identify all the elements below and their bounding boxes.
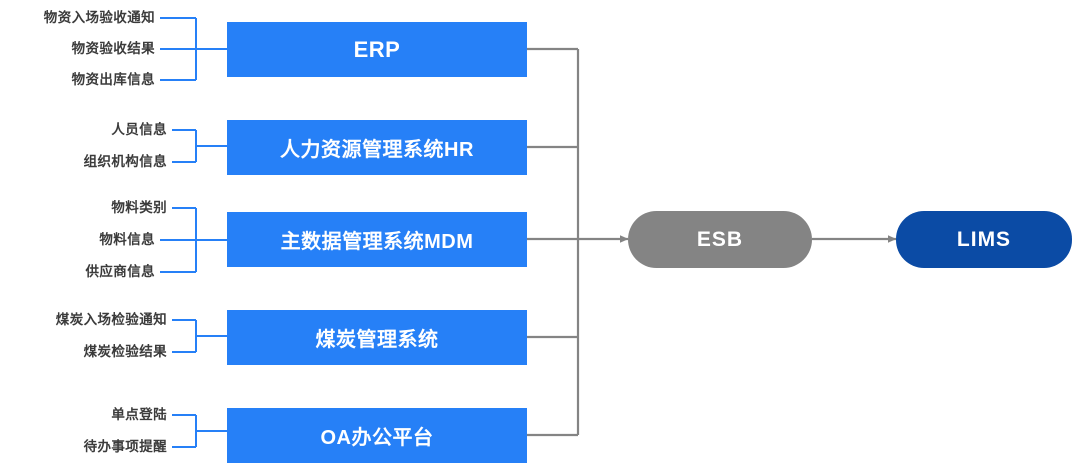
source-label: 物料类别: [111, 200, 167, 215]
source-label: 待办事项提醒: [83, 439, 167, 454]
source-label: 人员信息: [111, 122, 167, 137]
source-label: 物资入场验收通知: [43, 10, 155, 25]
system-box-oa[interactable]: OA办公平台: [227, 408, 527, 463]
node-esb[interactable]: ESB: [628, 211, 812, 268]
source-label: 组织机构信息: [83, 154, 167, 169]
source-label: 物料信息: [99, 232, 155, 247]
source-label: 单点登陆: [111, 407, 167, 422]
node-lims[interactable]: LIMS: [896, 211, 1072, 268]
system-box-mdm[interactable]: 主数据管理系统MDM: [227, 212, 527, 267]
source-label: 物资出库信息: [71, 72, 155, 87]
source-label: 供应商信息: [85, 264, 155, 279]
source-label: 煤炭检验结果: [83, 344, 167, 359]
system-box-coal[interactable]: 煤炭管理系统: [227, 310, 527, 365]
source-label: 物资验收结果: [71, 41, 155, 56]
source-label: 煤炭入场检验通知: [55, 312, 167, 327]
system-box-hr[interactable]: 人力资源管理系统HR: [227, 120, 527, 175]
system-box-erp[interactable]: ERP: [227, 22, 527, 77]
